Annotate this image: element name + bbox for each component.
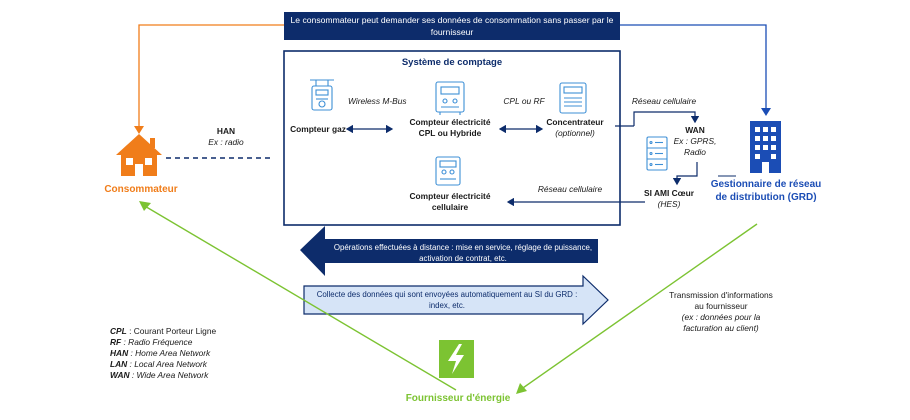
concentrator-icon bbox=[559, 82, 587, 114]
legend-item: CPL : Courant Porteur Ligne bbox=[110, 326, 217, 336]
legend-item: HAN : Home Area Network bbox=[110, 348, 211, 358]
data-collection-arrow bbox=[303, 274, 609, 326]
wan-sub-line2: Radio bbox=[684, 147, 706, 157]
data-collect-text: Collecte des données qui sont envoyées a… bbox=[316, 290, 578, 310]
wireless-mbus-label: Wireless M-Bus bbox=[348, 96, 407, 106]
concentrator-title: Concentrateur bbox=[546, 117, 604, 127]
banner-to-grd-line bbox=[620, 24, 767, 112]
cellular-network-label-2: Réseau cellulaire bbox=[537, 184, 603, 194]
legend-item: WAN : Wide Area Network bbox=[110, 370, 209, 380]
wan-title: WAN bbox=[685, 125, 705, 135]
consumer-access-banner: Le consommateur peut demander ses donnée… bbox=[284, 12, 620, 40]
acronym-legend: CPL : Courant Porteur Ligne RF : Radio F… bbox=[110, 326, 270, 381]
si-ami-title: SI AMI Cœur bbox=[644, 188, 694, 198]
transmission-line2: au fournisseur bbox=[694, 301, 748, 311]
concentrator-wan-path bbox=[633, 111, 700, 126]
grd-label-line2: de distribution (GRD) bbox=[715, 192, 817, 203]
legend-item: LAN : Local Area Network bbox=[110, 359, 207, 369]
grd-label-line1: Gestionnaire de réseau bbox=[710, 179, 822, 190]
cellular-meter-icon bbox=[435, 156, 461, 186]
banner-to-consumer-line bbox=[138, 24, 284, 130]
cellular-network-label-1: Réseau cellulaire bbox=[631, 96, 697, 106]
si-ami-label: SI AMI Cœur (HES) bbox=[634, 188, 704, 210]
lightning-icon bbox=[439, 340, 474, 378]
transmission-line4: facturation au client) bbox=[683, 323, 759, 333]
cellular-meter-label: Compteur électricité cellulaire bbox=[398, 191, 502, 213]
wan-sub: Ex : GPRS, Radio bbox=[667, 136, 723, 158]
cpl-meter-label-line1: Compteur électricité bbox=[409, 117, 491, 127]
han-title: HAN bbox=[216, 126, 236, 136]
remote-ops-text: Opérations effectuées à distance : mise … bbox=[333, 243, 593, 263]
si-ami-sub: (HES) bbox=[657, 199, 681, 209]
grd-label: Gestionnaire de réseau de distribution (… bbox=[700, 178, 832, 204]
concentrator-sub: (optionnel) bbox=[555, 128, 595, 138]
grd-to-supplier-line bbox=[519, 223, 758, 391]
remote-operations-arrow bbox=[300, 226, 598, 276]
building-icon bbox=[750, 121, 781, 173]
han-sub: Ex : radio bbox=[208, 137, 244, 147]
gas-meter-icon bbox=[310, 79, 334, 111]
wan-si-path bbox=[672, 162, 698, 186]
cpl-meter-label-line2: CPL ou Hybride bbox=[418, 128, 482, 138]
cpl-meter-icon bbox=[435, 81, 465, 115]
wan-sub-line1: Ex : GPRS, bbox=[673, 136, 717, 146]
system-title: Système de comptage bbox=[401, 57, 503, 68]
server-icon bbox=[646, 136, 668, 171]
cell-meter-label-line2: cellulaire bbox=[431, 202, 469, 212]
cpl-rf-label: CPL ou RF bbox=[503, 96, 545, 106]
gas-meter-label: Compteur gaz bbox=[290, 124, 346, 134]
house-icon bbox=[116, 134, 162, 176]
transmission-line3: (ex : données pour la bbox=[681, 312, 761, 322]
supplier-to-consumer-line bbox=[142, 204, 457, 391]
transmission-label: Transmission d'informations au fournisse… bbox=[666, 290, 776, 334]
concentrator-label: Concentrateur (optionnel) bbox=[540, 117, 610, 139]
cpl-meter-label: Compteur électricité CPL ou Hybride bbox=[400, 117, 500, 139]
banner-text: Le consommateur peut demander ses donnée… bbox=[290, 15, 614, 37]
transmission-line1: Transmission d'informations bbox=[669, 290, 773, 300]
consumer-label: Consommateur bbox=[104, 184, 178, 195]
cell-meter-label-line1: Compteur électricité bbox=[409, 191, 491, 201]
metering-system-box bbox=[283, 50, 621, 226]
supplier-label: Fournisseur d'énergie bbox=[405, 393, 511, 404]
legend-item: RF : Radio Fréquence bbox=[110, 337, 193, 347]
